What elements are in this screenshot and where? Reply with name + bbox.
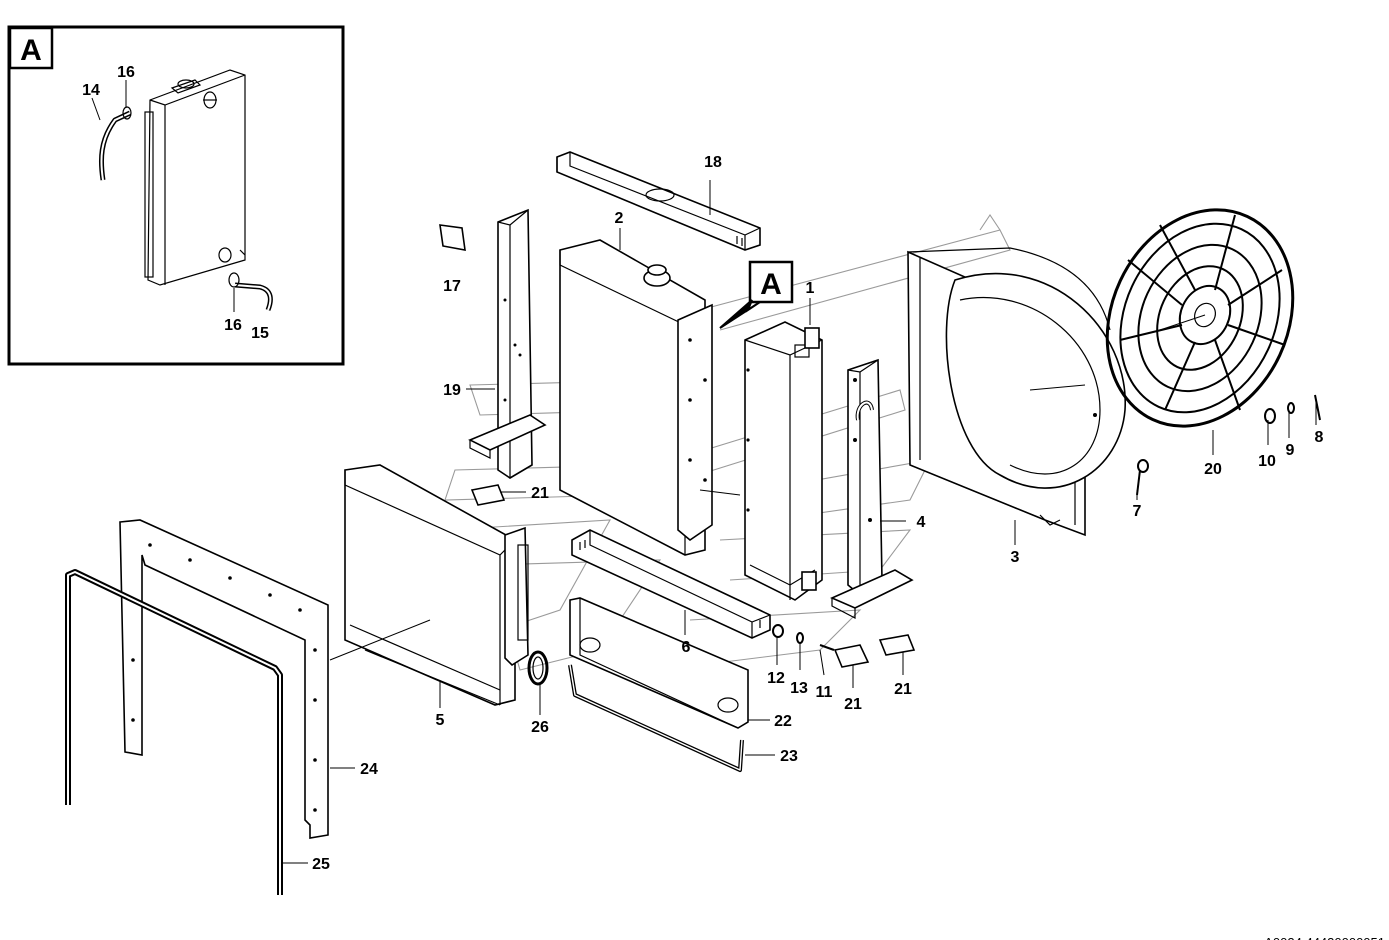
part-3-fan-shroud	[907, 247, 1126, 537]
label-4: 4	[917, 514, 926, 531]
label-2: 2	[615, 210, 624, 227]
label-18: 18	[704, 154, 722, 171]
label-25: 25	[312, 856, 330, 873]
label-5: 5	[436, 712, 445, 729]
label-16-bottom: 16	[224, 317, 242, 334]
label-19: 19	[443, 382, 461, 399]
label-21-b: 21	[844, 696, 862, 713]
part-25-seal-strip	[65, 569, 283, 895]
label-17: 17	[443, 278, 461, 295]
part-18-top-bracket	[556, 151, 761, 251]
label-8: 8	[1315, 429, 1324, 446]
leader-lines	[283, 180, 1317, 864]
label-13: 13	[790, 680, 808, 697]
label-6: 6	[682, 639, 691, 656]
label-1: 1	[806, 280, 815, 297]
label-23: 23	[780, 748, 798, 765]
label-9: 9	[1286, 442, 1295, 459]
label-21-c: 21	[894, 681, 912, 698]
label-12: 12	[767, 670, 785, 687]
main-callout-letter: A	[760, 268, 782, 301]
part-5-core	[344, 464, 529, 706]
part-23-seal-strip	[568, 664, 744, 772]
label-14: 14	[82, 82, 100, 99]
label-10: 10	[1258, 453, 1276, 470]
part-22-plate	[569, 597, 749, 729]
label-7: 7	[1133, 503, 1142, 520]
label-26: 26	[531, 719, 549, 736]
detail-view-a: A 14 16 16 15	[7, 25, 345, 366]
label-21-a: 21	[531, 485, 549, 502]
detail-callout-letter: A	[20, 34, 42, 67]
label-16-top: 16	[117, 64, 135, 81]
label-3: 3	[1011, 549, 1020, 566]
part-26-grommet	[527, 650, 549, 686]
part-labels: 1 2 3 4 5 6 7 8 9 10 11 12 13 17 18 19 2…	[312, 154, 1323, 873]
part-17-pad	[439, 224, 466, 251]
main-callout-a: A	[719, 260, 794, 329]
label-11: 11	[816, 684, 833, 701]
part-24-gasket-frame	[119, 519, 329, 839]
part-2-radiator	[559, 239, 713, 556]
label-15: 15	[251, 325, 269, 342]
part-19-side-frame	[468, 208, 547, 479]
label-22: 22	[774, 713, 792, 730]
figure-id: A0024 44420000051	[1264, 935, 1385, 940]
label-24: 24	[360, 761, 378, 778]
part-6-lower-bar	[571, 529, 771, 639]
part-1-cooler	[744, 321, 823, 601]
part-21-pad-right	[878, 634, 916, 656]
part-21-pad-mid	[833, 644, 870, 668]
part-21-pad-left	[470, 484, 506, 506]
label-20: 20	[1204, 461, 1222, 478]
part-4-upright-bracket	[830, 358, 914, 619]
